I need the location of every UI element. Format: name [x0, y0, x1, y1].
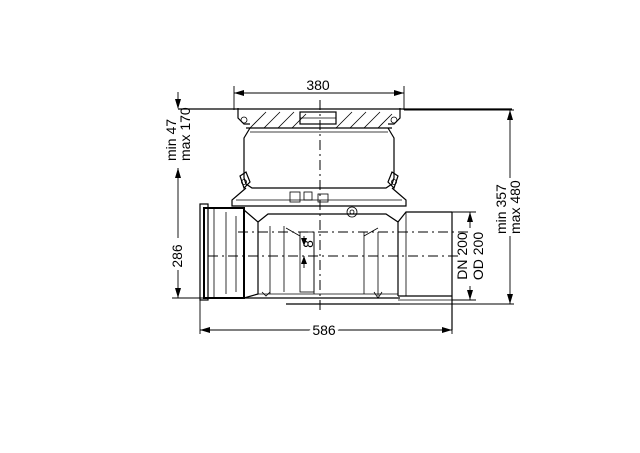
dimension-8: 8: [300, 236, 316, 268]
cover-max-label: max 170: [177, 107, 193, 161]
pipe-od-label: OD 200: [470, 232, 486, 280]
lower-body: [199, 203, 453, 330]
dim-380-label: 380: [306, 77, 330, 93]
upper-insert: [231, 127, 407, 218]
centerlines: [208, 100, 470, 312]
dimension-total-depth: min 357 max 480: [400, 109, 523, 305]
dim-8-label: 8: [300, 240, 316, 248]
dimension-380: 380: [233, 77, 405, 110]
cover-min-label: min 47: [163, 119, 179, 161]
total-max-label: max 480: [507, 180, 523, 234]
dimension-286: 286: [169, 168, 204, 299]
dim-586-label: 586: [312, 322, 336, 338]
pipe-dn-label: DN 200: [454, 232, 470, 280]
floor-slab: [178, 108, 512, 129]
dimension-pipe: DN 200 OD 200: [452, 211, 486, 301]
dim-286-label: 286: [169, 244, 185, 268]
dimension-cover-depth: min 47 max 170: [163, 92, 193, 178]
total-min-label: min 357: [493, 184, 509, 234]
dimension-586: 586: [199, 300, 453, 341]
